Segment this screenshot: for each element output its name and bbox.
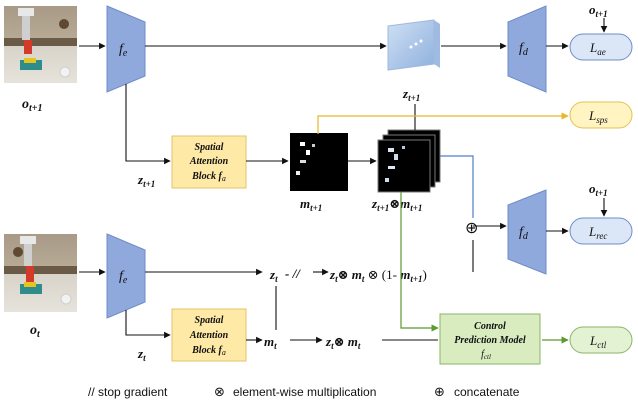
z-next-masked-label: zt+1⊗mt+1 [371,196,422,213]
svg-text:Lsps: Lsps [588,108,608,125]
z-now-label: zt [269,267,278,284]
svg-text:Block fa: Block fa [191,171,226,183]
encoder-top: fe [106,5,146,93]
arrows-black [79,18,608,344]
latent-cube-icon [387,19,440,71]
svg-text:Lrec: Lrec [588,224,607,241]
loss-ae: Lae [569,33,633,61]
arrow-sps [317,112,569,134]
robot-scene-current-image [4,234,77,312]
loss-ctl: Lctl [569,326,633,354]
svg-text:fctl: fctl [481,349,491,361]
attention-mask-image [290,133,348,191]
loss-sps: Lsps [569,101,633,129]
z-next-label: zt+1 [402,86,420,103]
arrow-concat-blue [440,155,474,218]
obs-now-label: ot [30,323,41,340]
svg-text:Lctl: Lctl [589,333,607,350]
legend-concat-text: concatenate [454,385,520,399]
target-obs-rec: ot+1 [589,181,608,198]
svg-text:Attention: Attention [189,156,229,167]
arrow-ctl-masked [400,192,439,332]
target-obs-ae: ot+1 [589,2,608,19]
m-now-label: mt [264,334,277,351]
encoder-bottom: fe [106,233,146,319]
spatial-attention-block-bottom: Spatial Attention Block fa [171,308,247,362]
loss-rec: Lrec [569,217,633,245]
svg-text:Spatial: Spatial [195,315,224,326]
concat-symbol: ⊕ [465,220,478,237]
obs-next-label: ot+1 [22,97,42,114]
svg-text:Spatial: Spatial [195,142,224,153]
legend-elementwise-text: element-wise multiplication [233,385,376,399]
decoder-top: fd [507,5,547,93]
masked-feature-stack-image [377,129,441,193]
spatial-attention-block-top: Spatial Attention Block fa [171,135,247,189]
stop-gradient-mark: - // [285,266,301,281]
svg-text:Attention: Attention [189,330,229,341]
control-prediction-model: Control Prediction Model fctl [439,313,541,365]
z-next-lower-label: zt+1 [137,172,155,189]
svg-text:fd: fd [519,41,529,58]
svg-text:fe: fe [119,269,128,286]
m-next-label: mt+1 [300,196,322,213]
decoder-bottom: fd [507,189,547,275]
legend-stop-gradient: // stop gradient [88,385,168,399]
legend: // stop gradient ⊗ element-wise multipli… [88,384,520,399]
legend-elementwise-symbol: ⊗ [214,384,225,399]
svg-text:Prediction Model: Prediction Model [454,335,526,346]
robot-scene-next-image [4,6,77,83]
svg-text:Control: Control [474,321,506,332]
z-now-lower-label: zt [137,346,146,363]
svg-text:Block fa: Block fa [191,345,226,357]
svg-text:Lae: Lae [589,40,606,57]
svg-text:fd: fd [519,225,529,242]
z-now-masked-label: zt⊗ mt [325,334,361,351]
svg-text:fe: fe [119,42,128,59]
legend-concat-symbol: ⊕ [434,384,445,399]
inverse-mask-expression: zt⊗ mt ⊗ (1- mt+1) [329,267,427,284]
